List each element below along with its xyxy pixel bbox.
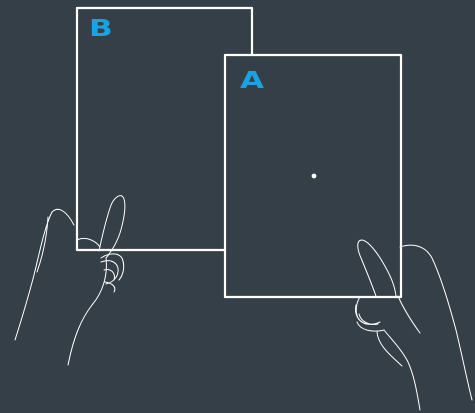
- center-dot: [311, 173, 317, 179]
- sheet-a: [223, 53, 403, 299]
- left-hand: [14, 195, 126, 366]
- right-hand: [355, 239, 473, 411]
- sheet-b-label: B: [89, 16, 115, 42]
- sheet-a-label: A: [240, 68, 266, 94]
